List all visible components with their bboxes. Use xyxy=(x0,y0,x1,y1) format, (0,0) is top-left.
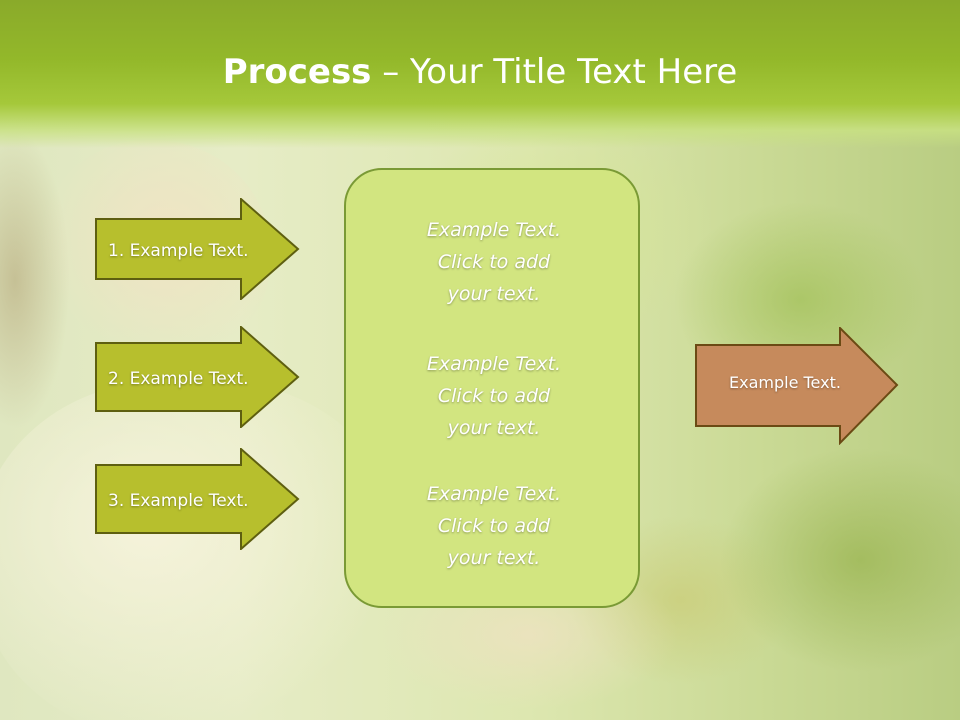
text-block-1[interactable]: Example Text. Click to add your text. xyxy=(346,214,642,310)
text-block-line: Click to add xyxy=(437,385,551,407)
step-arrow-label: 2. Example Text. xyxy=(108,369,249,389)
text-block-line: your text. xyxy=(447,547,541,569)
output-arrow[interactable]: Example Text. xyxy=(695,327,900,445)
text-block-line: your text. xyxy=(447,283,541,305)
step-arrow-2[interactable]: 2. Example Text. xyxy=(95,326,300,428)
background-photo-hair xyxy=(0,130,70,430)
text-block-3[interactable]: Example Text. Click to add your text. xyxy=(346,478,642,574)
step-arrow-3[interactable]: 3. Example Text. xyxy=(95,448,300,550)
step-arrow-label: 1. Example Text. xyxy=(108,241,249,261)
text-block-line: your text. xyxy=(447,417,541,439)
text-block-2[interactable]: Example Text. Click to add your text. xyxy=(346,348,642,444)
step-arrow-label: 3. Example Text. xyxy=(108,491,249,511)
slide-title-bold: Process xyxy=(222,52,372,92)
step-arrow-1[interactable]: 1. Example Text. xyxy=(95,198,300,300)
text-block-line: Click to add xyxy=(437,515,551,537)
text-block-line: Example Text. xyxy=(426,353,562,375)
title-bar xyxy=(0,0,960,148)
slide-title-rest: – Your Title Text Here xyxy=(371,52,738,92)
text-block-line: Example Text. xyxy=(426,219,562,241)
center-text-box[interactable]: Example Text. Click to add your text. Ex… xyxy=(344,168,640,608)
text-block-line: Example Text. xyxy=(426,483,562,505)
output-arrow-label: Example Text. xyxy=(729,373,841,392)
slide-title[interactable]: Process – Your Title Text Here xyxy=(0,52,960,92)
background-photo-shoulder xyxy=(0,380,400,720)
text-block-line: Click to add xyxy=(437,251,551,273)
